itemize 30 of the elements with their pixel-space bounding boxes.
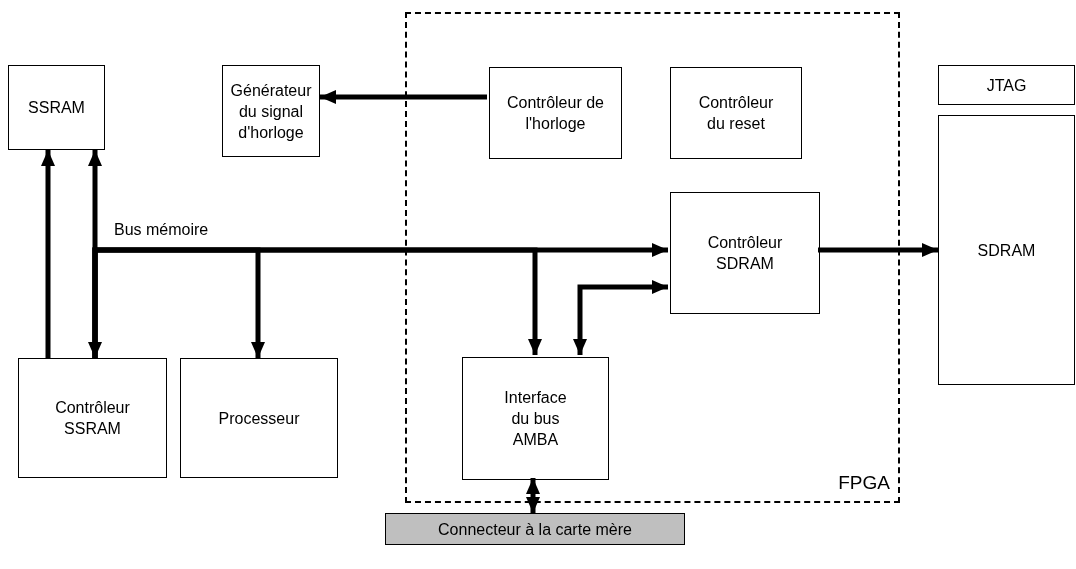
block-box [8,65,105,150]
arrow [41,150,55,358]
block-box [180,358,338,478]
block-box [222,65,320,157]
block-box [670,67,802,159]
block-label: JTAG [985,75,1028,96]
block-box [670,192,820,314]
arrow [526,478,540,513]
block-box [938,65,1075,105]
block-label: Contrôleur de l'horloge [506,93,605,134]
block-label: Contrôleur SSRAM [54,398,131,439]
region-label: FPGA [838,470,890,495]
block-box [489,67,622,159]
arrow [320,90,487,104]
block-label: SSRAM [27,98,86,118]
block-box [385,513,685,545]
fpga-region [405,12,900,503]
block-box [938,115,1075,385]
arrow [818,243,938,257]
block-box [462,357,609,480]
block-label: Processeur [217,408,301,429]
block-label: Contrôleur du reset [697,93,775,134]
block-label: Générateur du signal d'horloge [229,80,313,143]
block-label: Interface du bus AMBA [503,388,568,450]
block-label: Connecteur à la carte mère [437,519,633,540]
block-box [18,358,167,478]
block-label: SDRAM [976,240,1037,261]
arrow [92,243,668,358]
arrow [573,280,668,355]
block-label: Contrôleur SDRAM [706,233,784,274]
